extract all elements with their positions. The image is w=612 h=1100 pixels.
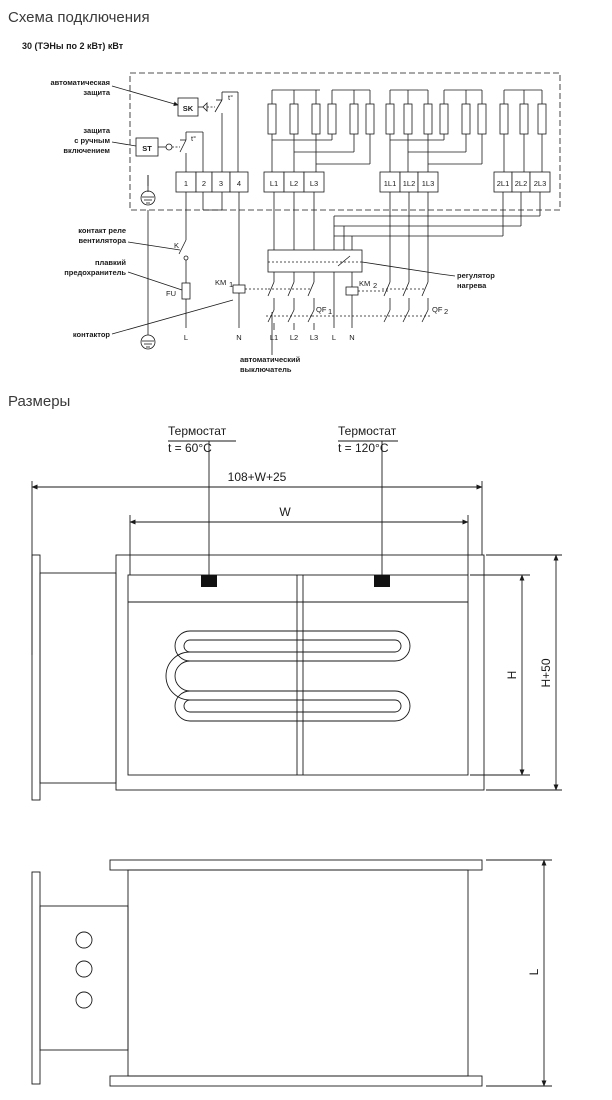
- side-body-top-plate: [109, 859, 483, 871]
- sk-label: SK: [183, 104, 194, 113]
- bottom-label-l2: L2: [290, 333, 298, 342]
- terminal-1l2: 1L2: [403, 179, 416, 188]
- terminal-l3: L3: [310, 179, 318, 188]
- label-regulator-1: регулятор: [457, 271, 495, 280]
- wiring-section-title: Схема подключения: [8, 9, 150, 26]
- enclosure-outline: [129, 72, 561, 211]
- t-label-sk: t°: [228, 93, 233, 102]
- label-fuse-1: плавкий: [95, 258, 126, 267]
- wiring-diagram: автоматическая защита защита с ручным вк…: [50, 72, 561, 374]
- thermostat1-label: Термостат: [168, 424, 227, 438]
- km1-sub: 1: [229, 280, 233, 289]
- regulator-box: [267, 249, 363, 273]
- bottom-label-l3: L3: [310, 333, 318, 342]
- k-label: K: [174, 241, 179, 250]
- km1-label: KM: [215, 278, 226, 287]
- label-breaker-1: автоматический: [240, 355, 301, 364]
- bottom-label-l1: L1: [270, 333, 278, 342]
- km2-label: KM: [359, 279, 370, 288]
- cable-gland-3: [75, 991, 93, 1009]
- thermostat-sensor-120: [374, 575, 390, 587]
- terminal-4: 4: [237, 179, 241, 188]
- bottom-label-n: N: [349, 333, 354, 342]
- power-subtitle: 30 (ТЭНы по 2 кВт) кВт: [22, 41, 124, 51]
- thermostat2-temp: t = 120°C: [338, 441, 389, 455]
- t-label-st: t°: [191, 134, 196, 143]
- qf2-sub: 2: [444, 307, 448, 316]
- label-manual-protection-1: защита: [83, 126, 110, 135]
- terminal-1l1: 1L1: [384, 179, 397, 188]
- heating-coil: [174, 630, 411, 722]
- heater-elements: [267, 103, 547, 135]
- bottom-label-n-ctrl: N: [236, 333, 241, 342]
- terminal-2l1: 2L1: [497, 179, 510, 188]
- label-fuse-2: предохранитель: [64, 268, 126, 277]
- side-body-bottom-plate: [109, 1075, 483, 1087]
- bottom-label-l-ctrl: L: [184, 333, 188, 342]
- heater-body: [115, 554, 485, 791]
- fu-label: FU: [166, 289, 176, 298]
- terminal-l2: L2: [290, 179, 298, 188]
- thermostat1-temp: t = 60°C: [168, 441, 212, 455]
- width-label: W: [279, 505, 291, 519]
- side-body: [127, 869, 469, 1077]
- label-auto-protection-1: автоматическая: [50, 78, 110, 87]
- qf1-label: QF: [316, 305, 327, 314]
- label-contactor: контактор: [73, 330, 111, 339]
- terminal-box: [39, 905, 129, 1051]
- thermostat-sensor-60: [201, 575, 217, 587]
- height-label: H: [505, 671, 519, 680]
- st-label: ST: [142, 144, 152, 153]
- label-fan-relay-1: контакт реле: [78, 226, 126, 235]
- left-flange: [31, 554, 41, 801]
- terminal-2l2: 2L2: [515, 179, 528, 188]
- dimension-front-view: Термостат t = 60°C Термостат t = 120°C 1…: [31, 424, 562, 801]
- terminal-2l3: 2L3: [534, 179, 547, 188]
- dimensions-section-title: Размеры: [8, 393, 71, 410]
- overall-width-label: 108+W+25: [228, 470, 287, 484]
- thermostat2-label: Термостат: [338, 424, 397, 438]
- terminal-1: 1: [184, 179, 188, 188]
- label-auto-protection-2: защита: [83, 88, 110, 97]
- km2-sub: 2: [373, 281, 377, 290]
- terminal-1l3: 1L3: [422, 179, 435, 188]
- length-label: L: [527, 968, 541, 975]
- label-manual-protection-2: с ручным: [74, 136, 110, 145]
- label-manual-protection-3: включением: [63, 146, 110, 155]
- terminal-l1: L1: [270, 179, 278, 188]
- cable-gland-1: [75, 931, 93, 949]
- label-fan-relay-2: вентилятора: [78, 236, 126, 245]
- label-regulator-2: нагрева: [457, 281, 487, 290]
- height-total-label: H+50: [539, 658, 553, 687]
- qf2-label: QF: [432, 305, 443, 314]
- cable-gland-2: [75, 960, 93, 978]
- terminal-3: 3: [219, 179, 223, 188]
- side-flange: [31, 871, 41, 1085]
- dimension-side-view: L: [31, 859, 552, 1087]
- terminal-2: 2: [202, 179, 206, 188]
- bottom-label-l: L: [332, 333, 336, 342]
- label-breaker-2: выключатель: [240, 365, 292, 374]
- qf1-sub: 1: [328, 307, 332, 316]
